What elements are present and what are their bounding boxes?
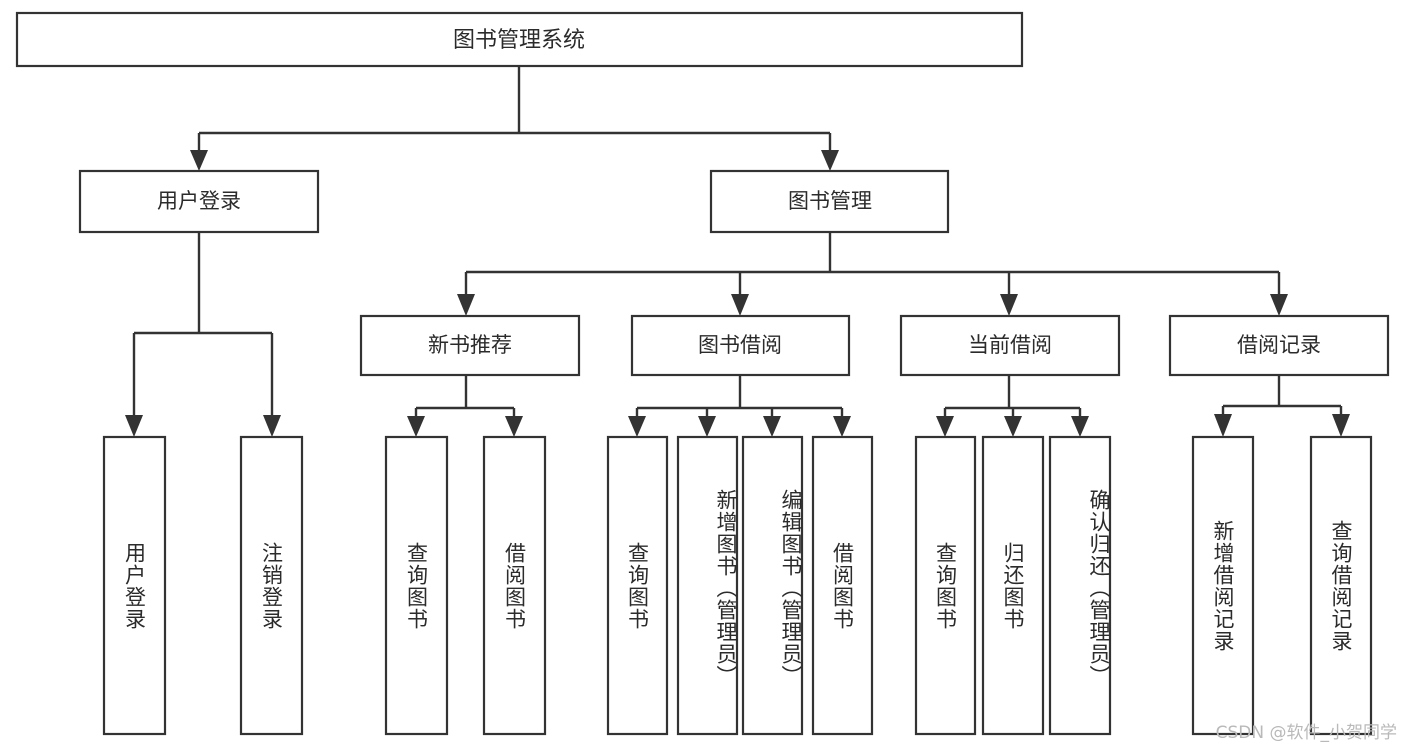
node-root-label: 图书管理系统 xyxy=(453,28,585,53)
arrow-head-leaf-edit-book xyxy=(763,416,781,437)
node-book-borrow-box[interactable] xyxy=(630,314,851,377)
node-new-book-recommend-box[interactable] xyxy=(359,314,581,377)
arrow-head-leaf-borrow-book-2 xyxy=(833,416,851,437)
node-leaf-user-login-box[interactable] xyxy=(102,435,167,736)
connector-layer xyxy=(125,66,1350,437)
node-book-borrow-label: 图书借阅 xyxy=(698,333,782,357)
node-user-login-box[interactable] xyxy=(78,169,320,234)
node-leaf-borrow-book-2-box[interactable] xyxy=(811,435,874,736)
arrow-head-book-borrow xyxy=(731,294,749,316)
node-leaf-return-book-box[interactable] xyxy=(981,435,1045,736)
node-leaf-edit-book-box[interactable] xyxy=(741,435,804,736)
node-leaf-logout-box[interactable] xyxy=(239,435,304,736)
node-current-borrow-box[interactable] xyxy=(899,314,1121,377)
arrow-head-book-manage xyxy=(821,150,839,171)
node-leaf-query-record-box[interactable] xyxy=(1309,435,1373,736)
node-new-book-recommend-label: 新书推荐 xyxy=(428,333,512,357)
arrow-head-leaf-query-book-2 xyxy=(628,416,646,437)
node-current-borrow-label: 当前借阅 xyxy=(968,333,1052,357)
node-leaf-query-book-2-box[interactable] xyxy=(606,435,669,736)
node-leaf-confirm-return-box[interactable] xyxy=(1048,435,1112,736)
node-leaf-add-book-box[interactable] xyxy=(676,435,739,736)
arrow-head-leaf-borrow-book-1 xyxy=(505,416,523,437)
arrow-head-borrow-record xyxy=(1270,294,1288,316)
csdn-watermark: CSDN @软件_小贺同学 xyxy=(1215,723,1397,743)
arrow-head-leaf-query-book-1 xyxy=(407,416,425,437)
arrow-head-leaf-add-book xyxy=(698,416,716,437)
arrow-head-leaf-query-book-3 xyxy=(936,416,954,437)
arrow-head-leaf-logout xyxy=(263,415,281,437)
node-borrow-record-label: 借阅记录 xyxy=(1237,333,1321,357)
arrow-head-leaf-query-record xyxy=(1332,414,1350,437)
arrow-head-current-borrow xyxy=(1000,294,1018,316)
arrow-head-new-book-recommend xyxy=(457,294,475,316)
node-leaf-query-book-1-box[interactable] xyxy=(384,435,449,736)
node-user-login-label: 用户登录 xyxy=(157,189,241,213)
arrow-head-leaf-add-record xyxy=(1214,414,1232,437)
arrow-head-leaf-return-book xyxy=(1004,416,1022,437)
node-leaf-query-book-3-box[interactable] xyxy=(914,435,977,736)
node-book-manage-box[interactable] xyxy=(709,169,950,234)
node-book-manage-label: 图书管理 xyxy=(788,189,872,213)
node-root-box[interactable] xyxy=(15,11,1024,68)
arrow-head-leaf-confirm-return xyxy=(1071,416,1089,437)
node-layer: 图书管理系统 用户登录 图书管理 新书推荐 图书借阅 当前借阅 借阅记录 xyxy=(15,11,1390,736)
arrow-head-user-login xyxy=(190,150,208,171)
arrow-head-leaf-user-login xyxy=(125,415,143,437)
node-borrow-record-box[interactable] xyxy=(1168,314,1390,377)
node-leaf-add-record-box[interactable] xyxy=(1191,435,1255,736)
node-leaf-borrow-book-1-box[interactable] xyxy=(482,435,547,736)
